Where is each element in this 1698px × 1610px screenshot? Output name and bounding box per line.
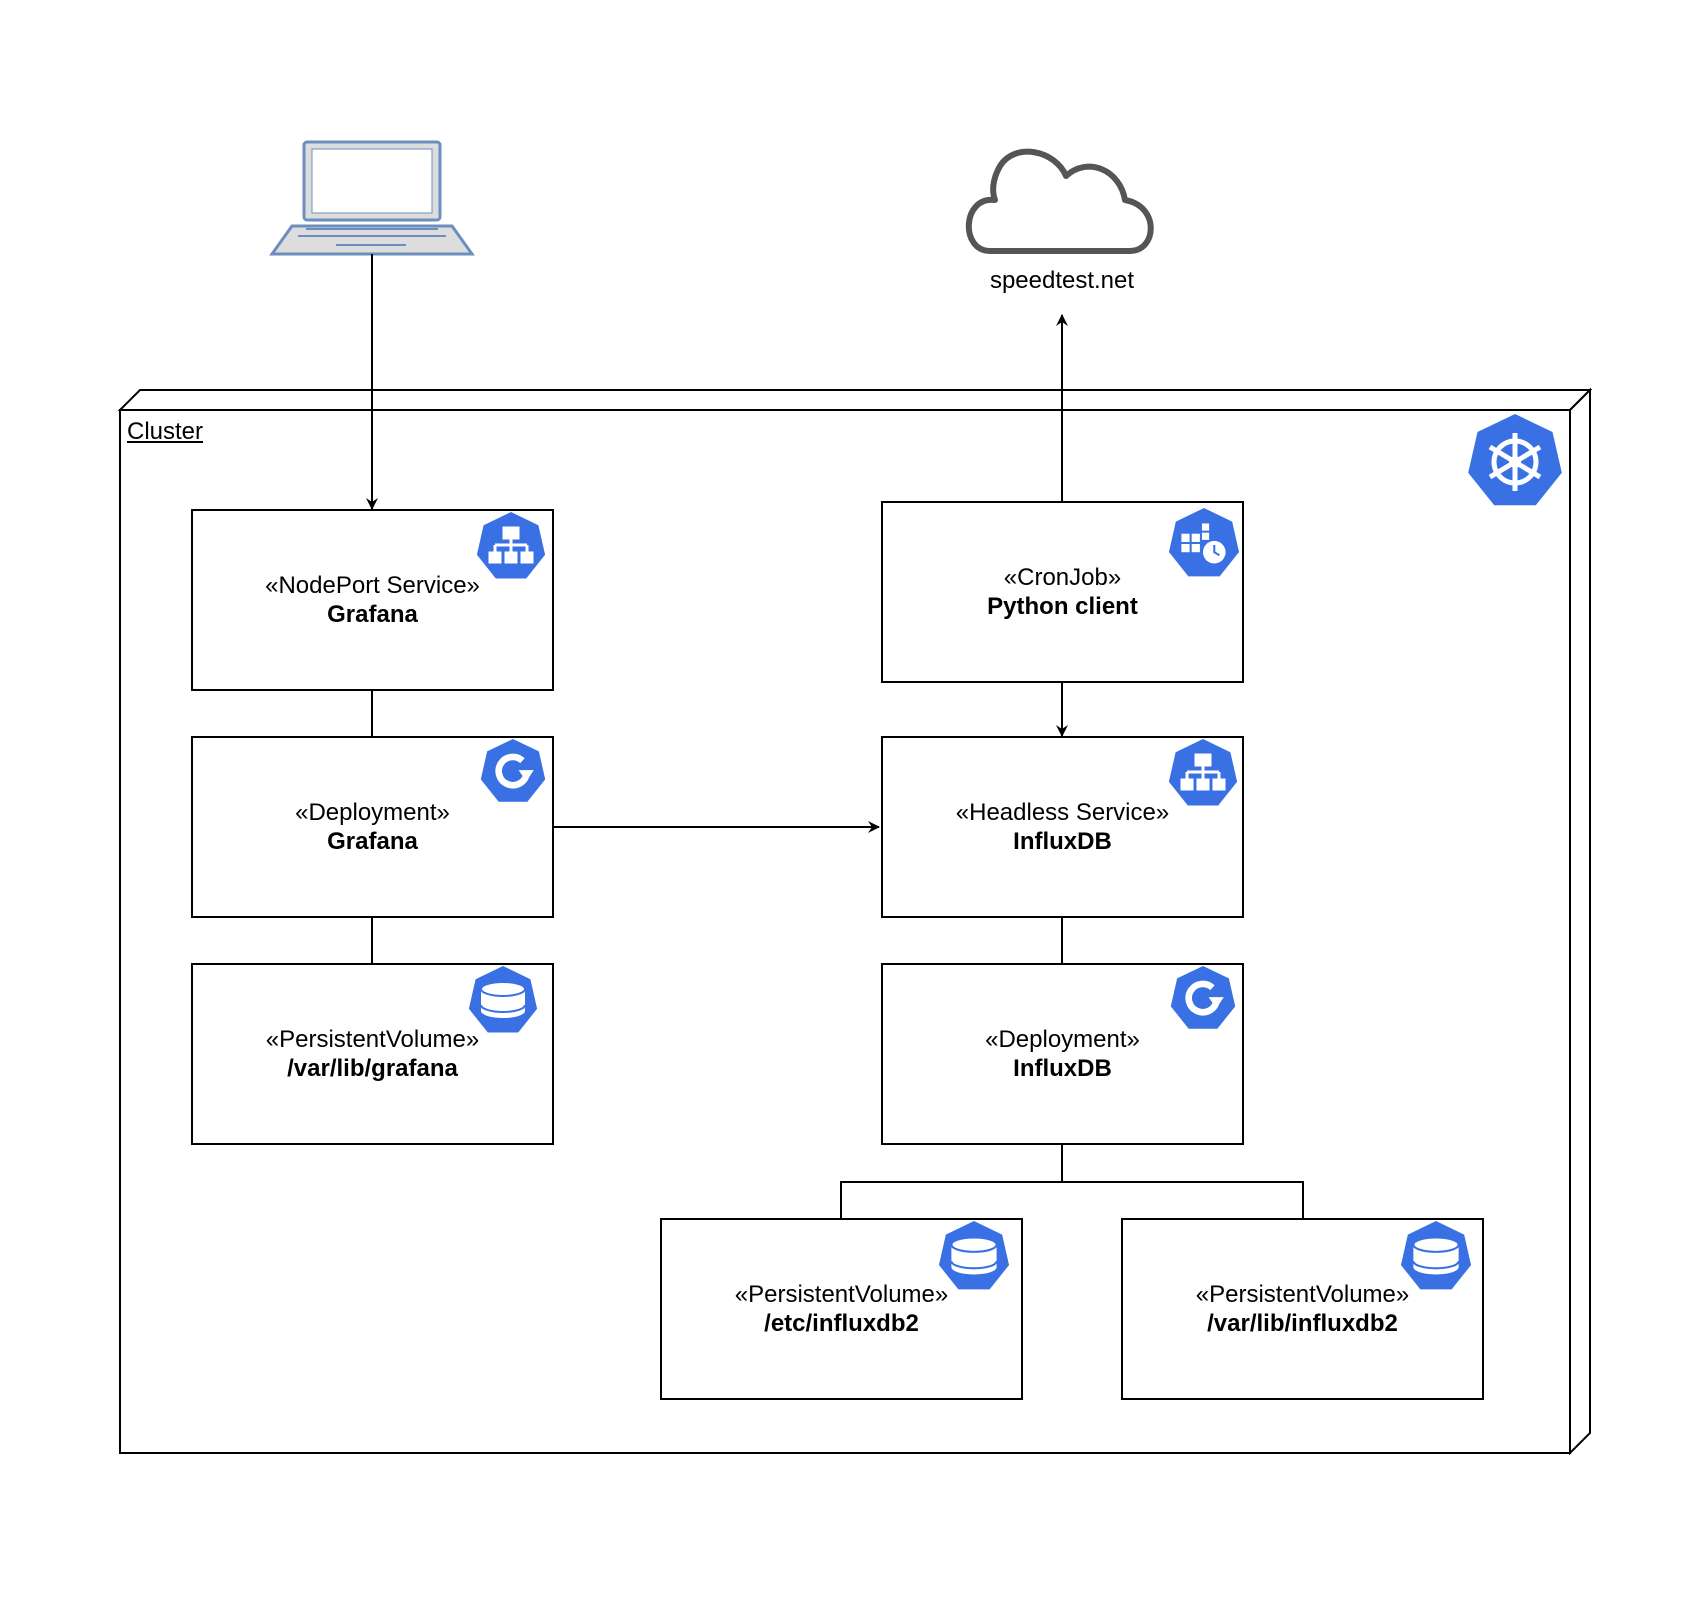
influx-volume-etc-stereotype: «PersistentVolume» bbox=[734, 1281, 949, 1308]
grafana-service-stereotype: «NodePort Service» bbox=[265, 572, 480, 599]
kubernetes-helm-icon bbox=[1468, 414, 1562, 506]
deployment-icon bbox=[1170, 965, 1236, 1029]
grafana-deployment-stereotype: «Deployment» bbox=[295, 799, 450, 826]
laptop-icon bbox=[269, 140, 475, 256]
grafana-deployment-name: Grafana bbox=[327, 828, 418, 855]
influx-service-name: InfluxDB bbox=[1013, 828, 1112, 855]
cronjob-name: Python client bbox=[987, 593, 1138, 620]
speedtest-label: speedtest.net bbox=[989, 267, 1135, 294]
cronjob-icon bbox=[1168, 508, 1240, 577]
grafana-volume-node[interactable]: «PersistentVolume» /var/lib/grafana bbox=[191, 963, 554, 1145]
cronjob-node[interactable]: «CronJob» Python client bbox=[881, 501, 1244, 683]
influx-service-node[interactable]: «Headless Service» InfluxDB bbox=[881, 736, 1244, 918]
grafana-volume-name: /var/lib/grafana bbox=[287, 1055, 458, 1082]
influx-deployment-name: InfluxDB bbox=[1013, 1055, 1112, 1082]
grafana-deployment-node[interactable]: «Deployment» Grafana bbox=[191, 736, 554, 918]
influx-volume-etc-node[interactable]: «PersistentVolume» /etc/influxdb2 bbox=[660, 1218, 1023, 1400]
edge-influx-deployment-to-volumes bbox=[840, 1145, 1063, 1219]
influx-volume-etc-name: /etc/influxdb2 bbox=[764, 1310, 919, 1337]
volume-icon bbox=[938, 1221, 1010, 1290]
grafana-volume-text: «PersistentVolume» /var/lib/grafana bbox=[193, 1025, 552, 1083]
influx-volume-etc-text: «PersistentVolume» /etc/influxdb2 bbox=[662, 1280, 1021, 1338]
influx-volume-var-stereotype: «PersistentVolume» bbox=[1195, 1281, 1410, 1308]
grafana-service-node[interactable]: «NodePort Service» Grafana bbox=[191, 509, 554, 691]
cluster-label: Cluster bbox=[127, 418, 204, 445]
influx-deployment-text: «Deployment» InfluxDB bbox=[883, 1025, 1242, 1083]
grafana-deployment-text: «Deployment» Grafana bbox=[193, 798, 552, 856]
cronjob-text: «CronJob» Python client bbox=[883, 563, 1242, 621]
edge-influx-deployment-to-volume-var bbox=[1062, 1181, 1304, 1219]
influx-deployment-stereotype: «Deployment» bbox=[985, 1026, 1140, 1053]
grafana-volume-stereotype: «PersistentVolume» bbox=[265, 1026, 480, 1053]
grafana-service-name: Grafana bbox=[327, 601, 418, 628]
volume-icon bbox=[468, 966, 538, 1033]
influx-service-stereotype: «Headless Service» bbox=[955, 799, 1170, 826]
volume-icon bbox=[1400, 1221, 1472, 1290]
cronjob-stereotype: «CronJob» bbox=[1003, 564, 1122, 591]
influx-deployment-node[interactable]: «Deployment» InfluxDB bbox=[881, 963, 1244, 1145]
influx-volume-var-node[interactable]: «PersistentVolume» /var/lib/influxdb2 bbox=[1121, 1218, 1484, 1400]
grafana-service-text: «NodePort Service» Grafana bbox=[193, 571, 552, 629]
service-icon bbox=[1168, 739, 1238, 806]
deployment-icon bbox=[480, 738, 546, 802]
influx-service-text: «Headless Service» InfluxDB bbox=[883, 798, 1242, 856]
influx-volume-var-name: /var/lib/influxdb2 bbox=[1207, 1310, 1398, 1337]
cloud-icon bbox=[965, 148, 1154, 254]
service-icon bbox=[476, 512, 546, 579]
influx-volume-var-text: «PersistentVolume» /var/lib/influxdb2 bbox=[1123, 1280, 1482, 1338]
